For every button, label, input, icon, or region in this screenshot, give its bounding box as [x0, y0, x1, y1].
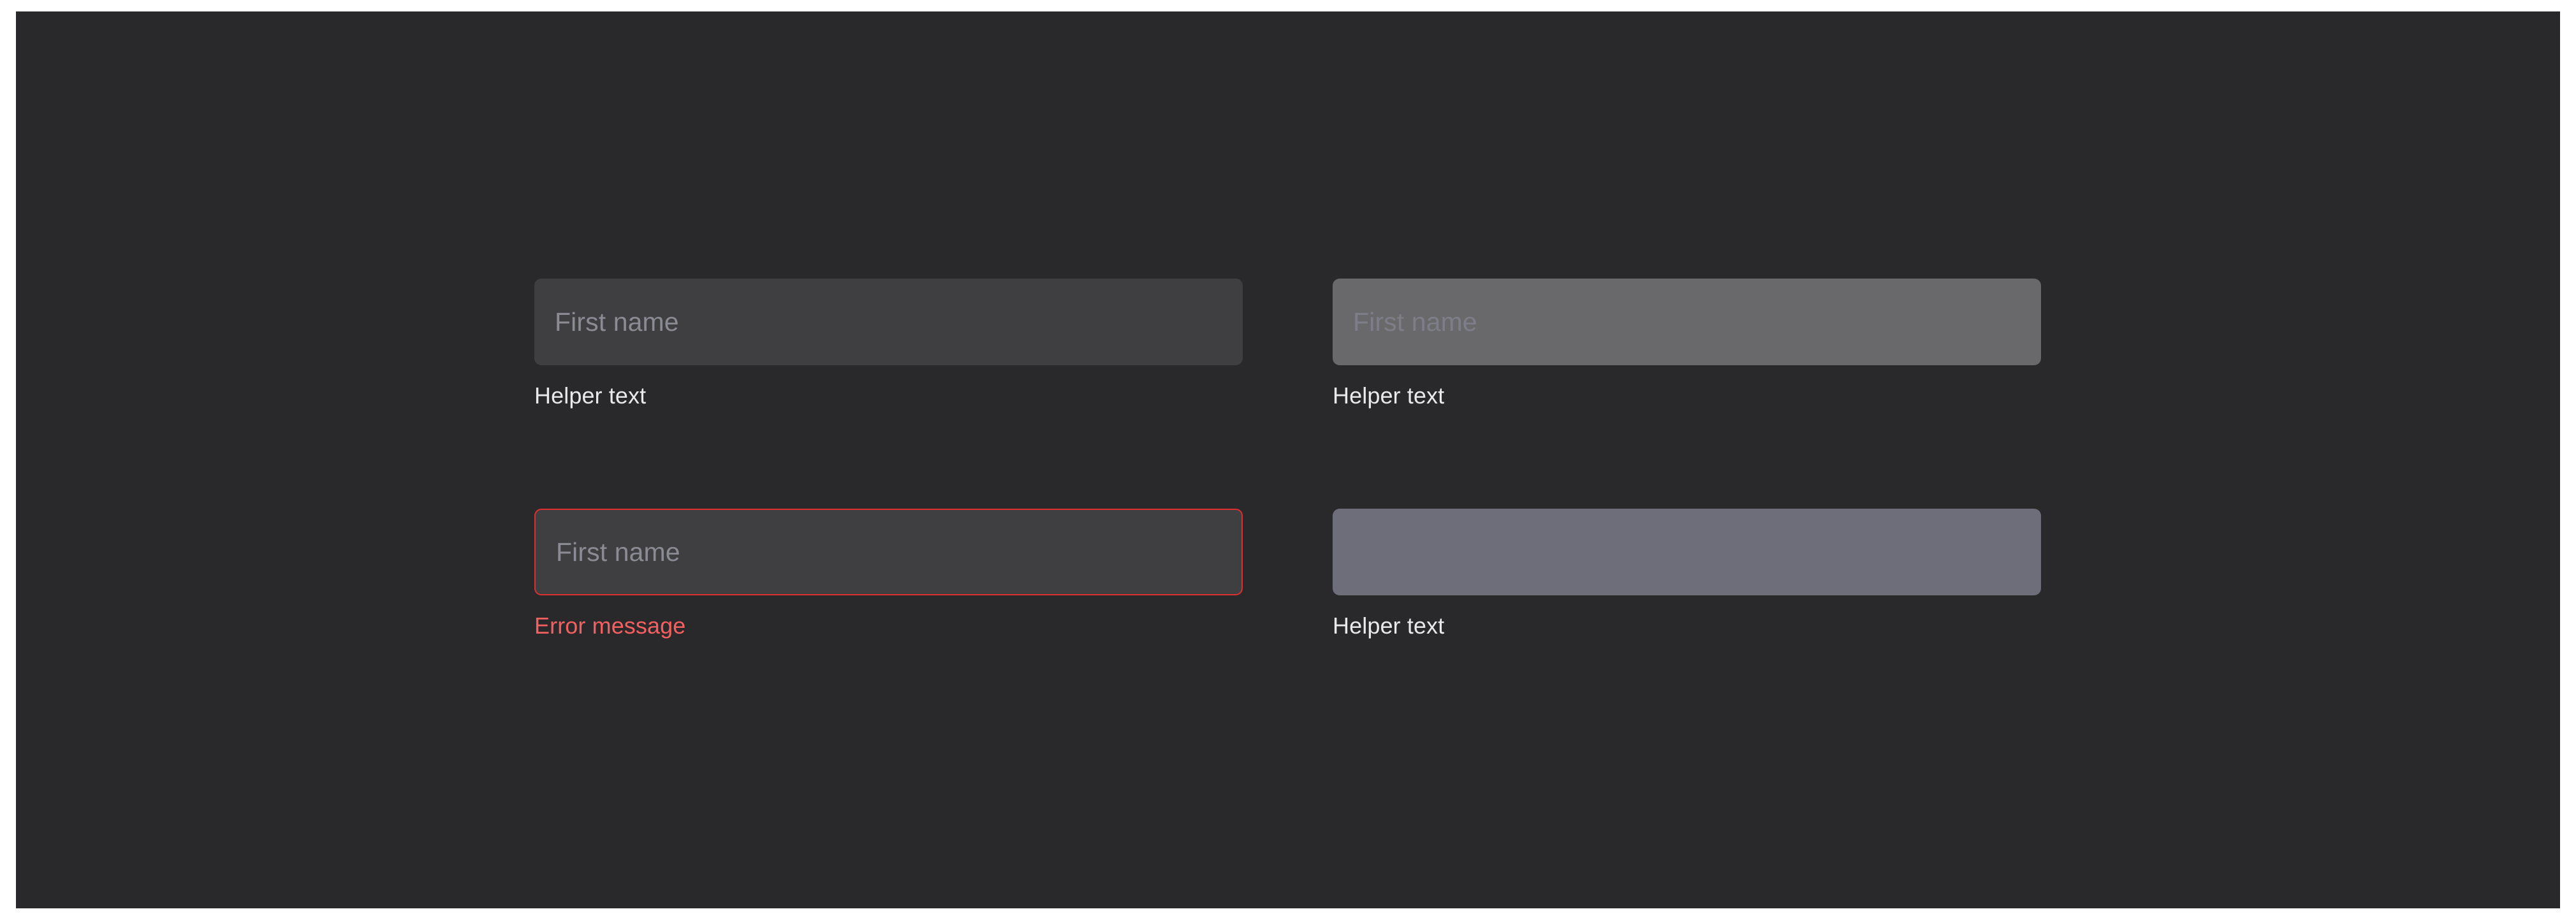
error-message-text: Error message — [534, 613, 686, 639]
field-group-first-name-filled: Helper text — [1333, 279, 2041, 410]
first-name-input-disabled[interactable] — [1333, 509, 2041, 595]
field-group-first-name-default: Helper text — [534, 279, 1243, 410]
first-name-input-filled[interactable] — [1333, 279, 2041, 365]
field-group-first-name-error: Error message — [534, 509, 1243, 640]
first-name-input-default[interactable] — [534, 279, 1243, 365]
helper-text-default: Helper text — [534, 382, 647, 409]
helper-text-disabled: Helper text — [1333, 613, 1445, 639]
field-group-first-name-disabled: Helper text — [1333, 509, 2041, 640]
text-field-grid: Helper text Helper text Error message He… — [534, 279, 2042, 661]
helper-text-filled: Helper text — [1333, 382, 1445, 409]
app-canvas: Helper text Helper text Error message He… — [16, 11, 2560, 908]
first-name-input-error[interactable] — [534, 509, 1243, 595]
